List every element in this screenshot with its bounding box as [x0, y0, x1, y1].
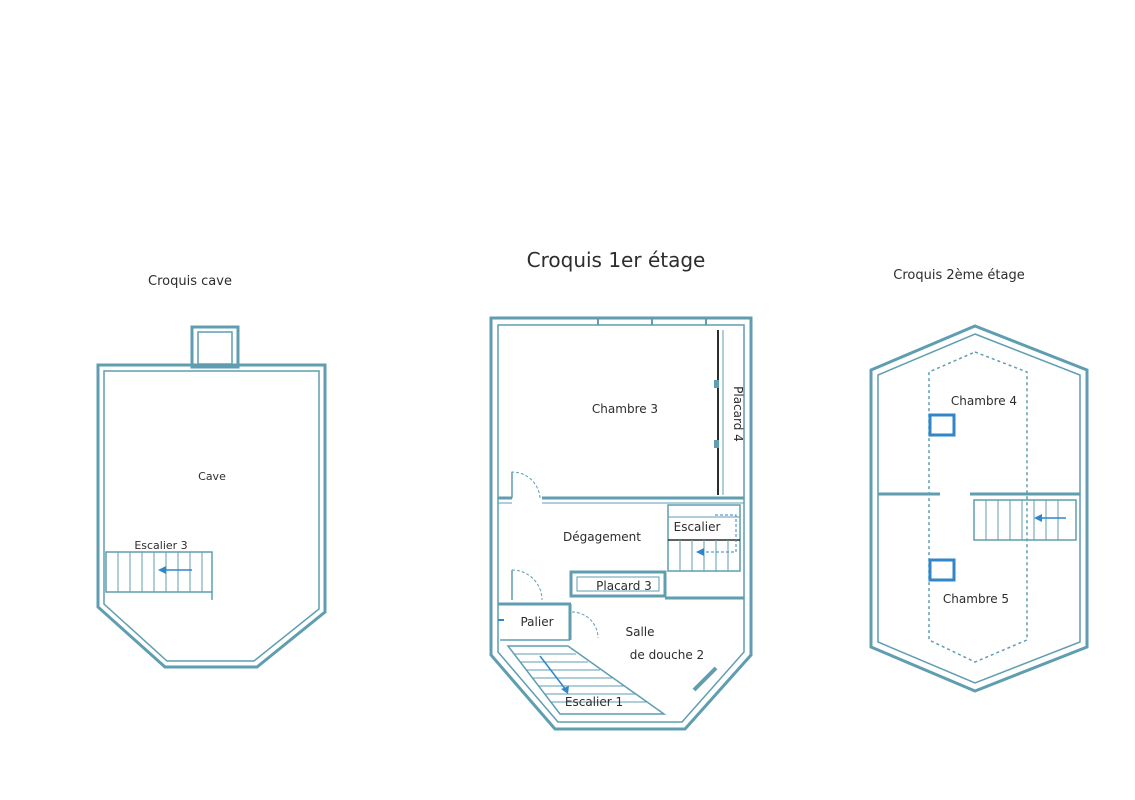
escalier2-arrow-icon: [696, 548, 704, 556]
room-chambre3-label: Chambre 3: [592, 402, 658, 416]
placard3-label: Placard 3: [596, 579, 652, 593]
placard3-box: [569, 570, 667, 598]
plan-cave: Croquis cave Cave Escalier 3: [96, 274, 327, 669]
floor2-stair: [973, 499, 1077, 541]
cave-title: Croquis cave: [148, 274, 232, 289]
velux-chambre5-icon: [928, 558, 956, 582]
cave-outer-wall: [96, 363, 327, 669]
cave-stair-arrow-icon: [158, 566, 166, 574]
floor1-stair-escalier-1: [506, 645, 667, 715]
cave-stair-escalier-3: [105, 551, 213, 600]
room-chambre4-label: Chambre 4: [951, 394, 1017, 408]
plan-floor-2: Croquis 2ème étage Chambre 4 Chambre 5: [869, 268, 1089, 693]
stair-escalier-3-label: Escalier 3: [134, 539, 187, 552]
cave-inner-wall: [103, 370, 320, 662]
escalier1-arrow-icon: [561, 686, 569, 694]
floor1-stair-escalier-2: [667, 504, 741, 572]
palier-door-swing: [511, 569, 543, 601]
room-palier-label: Palier: [520, 615, 553, 629]
floor2-title: Croquis 2ème étage: [893, 268, 1024, 283]
floor2-inner-wall: [877, 333, 1081, 684]
stair-escalier-1-label: Escalier 1: [565, 695, 623, 709]
room-salle-line2-label: de douche 2: [630, 648, 704, 662]
floor1-title: Croquis 1er étage: [527, 248, 706, 272]
floor2-stair-arrow-icon: [1034, 514, 1042, 522]
plan-floor-1: Croquis 1er étage Placard 4 Chambre 3: [489, 248, 753, 731]
placard4-label: Placard 4: [731, 386, 745, 442]
room-cave-label: Cave: [198, 470, 226, 483]
cave-chimney: [190, 325, 240, 369]
stair-escalier-2-label: Escalier: [674, 520, 721, 534]
room-chambre5-label: Chambre 5: [943, 592, 1009, 606]
velux-chambre4-icon: [928, 413, 956, 437]
floor2-dotted-contour: [928, 351, 1028, 663]
floor2-outer-wall: [869, 324, 1089, 693]
room-salle-line1-label: Salle: [625, 625, 654, 639]
salle-door-swing: [571, 611, 599, 639]
room-degagement-label: Dégagement: [563, 530, 641, 544]
floor1-outer-wall: [489, 316, 753, 731]
floor1-inner-wall: [497, 324, 745, 723]
